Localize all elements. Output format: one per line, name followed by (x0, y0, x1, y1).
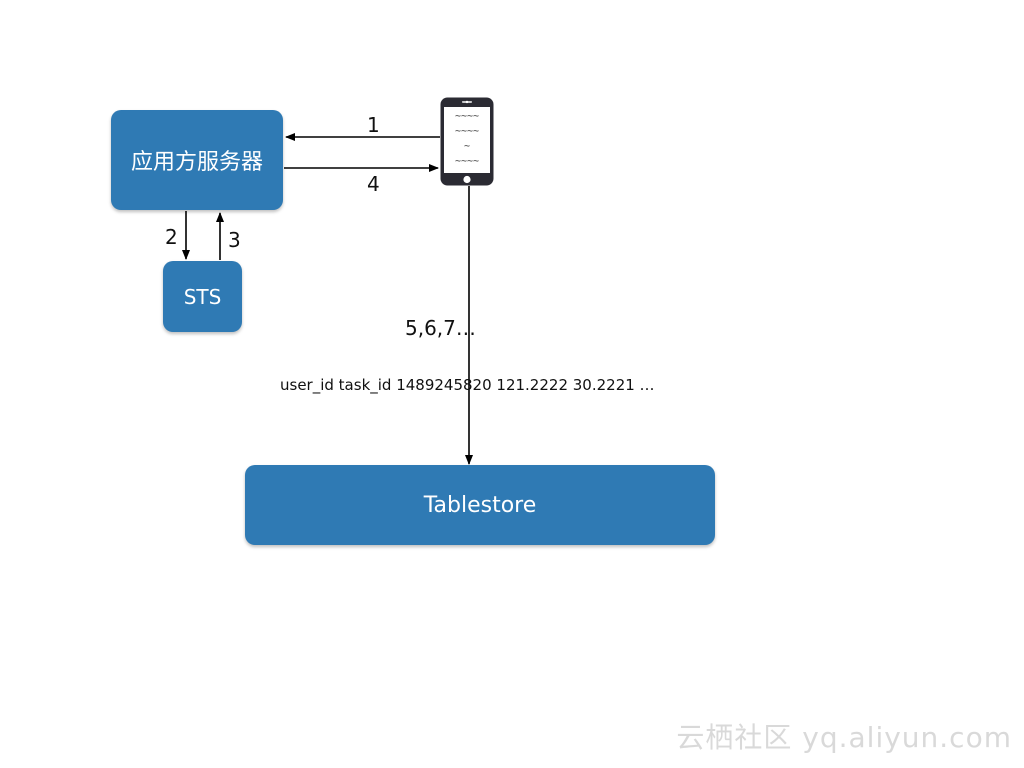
app-server-label: 应用方服务器 (130, 150, 263, 175)
sts-node: STS (163, 261, 242, 332)
tablestore-label: Tablestore (423, 492, 537, 518)
sts-label: STS (183, 284, 222, 309)
step-3-label: 3 (228, 228, 241, 252)
tablestore-node: Tablestore (245, 465, 715, 545)
step-4-label: 4 (367, 172, 380, 196)
phone-screen-line-3: ~ (464, 141, 470, 152)
step-2-label: 2 (165, 225, 178, 249)
phone-screen-line-4: ~~~~ (455, 156, 479, 167)
record-example-text: user_id task_id 1489245820 121.2222 30.2… (280, 376, 655, 394)
step-5-6-7-label: 5,6,7… (405, 316, 476, 340)
phone-screen-line-1: ~~~~ (455, 111, 479, 122)
smartphone-icon: ~~~~ ~~~~ ~ ~~~~ (440, 97, 494, 186)
phone-screen-line-2: ~~~~ (455, 126, 479, 137)
step-1-label: 1 (367, 113, 380, 137)
watermark: 云栖社区 yq.aliyun.com (676, 721, 1012, 754)
app-server-node: 应用方服务器 (111, 110, 283, 210)
